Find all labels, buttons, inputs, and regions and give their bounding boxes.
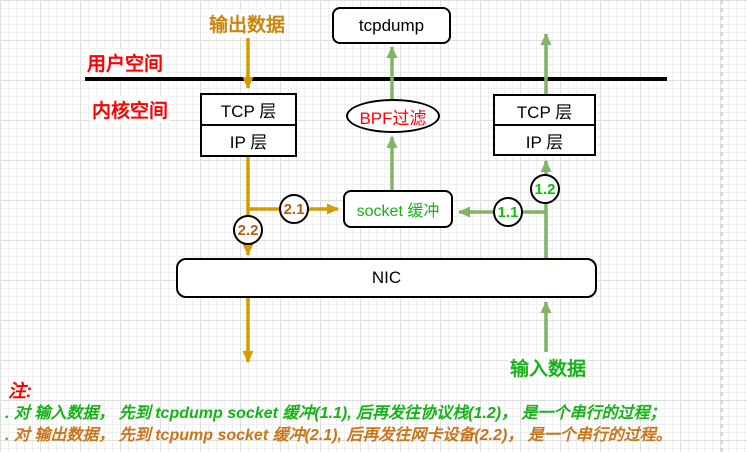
note-line-output: . 对 输出数据， 先到 tcpump socket 缓冲(2.1), 后再发往… [5,427,672,444]
input-data-label: 输入数据 [508,354,589,381]
tcpdump-node: tcpdump [332,7,451,44]
tcp-layer-left: TCP 层 [220,102,277,121]
output-data-label: 输出数据 [207,10,288,37]
step-badge-1-1: 1.1 [493,197,523,227]
ip-layer-right: IP 层 [495,124,594,154]
protocol-stack-right: TCP 层 IP 层 [493,94,596,156]
ip-layer-left: IP 层 [202,124,295,155]
bpf-filter-node: BPF过滤 [346,99,440,133]
socket-buffer-node: socket 缓冲 [343,190,453,228]
step-badge-2-1: 2.1 [279,194,309,224]
note-heading: 注: [8,381,32,401]
step-badge-1-2: 1.2 [530,174,560,204]
protocol-stack-left: TCP 层 IP 层 [200,93,297,157]
step-badge-2-2: 2.2 [233,215,263,245]
user-space-label: 用户空间 [85,49,166,76]
tcp-layer-right: TCP 层 [516,102,573,122]
kernel-space-label: 内核空间 [90,96,171,123]
nic-node: NIC [176,258,597,298]
note-line-input: . 对 输入数据， 先到 tcpdump socket 缓冲(1.1), 后再发… [5,405,666,422]
